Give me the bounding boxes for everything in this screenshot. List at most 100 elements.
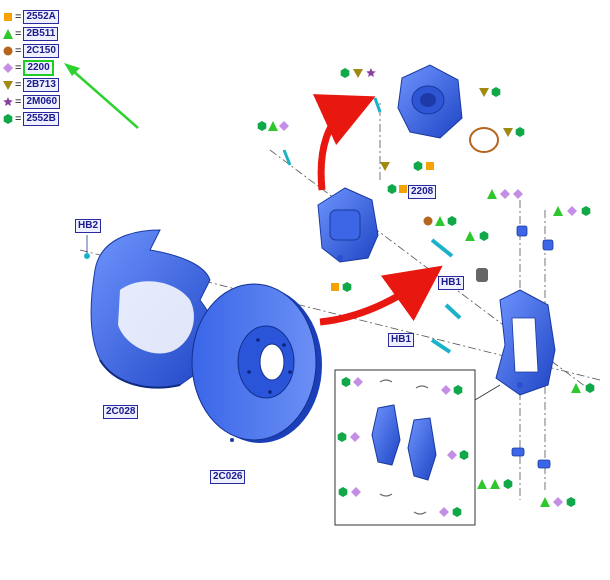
hexagon-marker-icon bbox=[566, 497, 576, 507]
triangle-down-marker-icon bbox=[503, 128, 513, 137]
square-marker-icon bbox=[399, 185, 407, 193]
legend-item-2b511[interactable]: =2B511 bbox=[3, 26, 59, 41]
guide-pin-part[interactable] bbox=[430, 238, 454, 258]
brake-pad-outer-part[interactable] bbox=[407, 417, 437, 481]
hexagon-marker-icon bbox=[479, 231, 489, 241]
legend-equals: = bbox=[15, 27, 22, 40]
diamond-marker-icon bbox=[567, 206, 577, 216]
legend-code[interactable]: 2B511 bbox=[23, 26, 59, 41]
triangle-marker-icon bbox=[540, 497, 550, 507]
legend-code[interactable]: 2B713 bbox=[23, 77, 59, 92]
diamond-marker-icon bbox=[553, 497, 563, 507]
legend-item-2552b[interactable]: =2552B bbox=[3, 111, 59, 126]
hexagon-marker-icon bbox=[503, 479, 513, 489]
diamond-marker-icon bbox=[351, 487, 361, 497]
seal-ring-part[interactable] bbox=[469, 127, 499, 153]
hexagon-marker-icon bbox=[337, 432, 347, 442]
caliper-body-part[interactable] bbox=[317, 187, 379, 263]
diamond-marker-icon bbox=[353, 377, 363, 387]
diamond-marker-icon bbox=[441, 385, 451, 395]
triangle-marker-icon bbox=[487, 189, 497, 199]
brake-pad-inner-part[interactable] bbox=[371, 404, 401, 466]
red-curved-arrow-icon bbox=[312, 94, 443, 326]
dust-cap-part[interactable] bbox=[476, 268, 488, 282]
legend-item-2200[interactable]: =2200 bbox=[3, 59, 54, 76]
brake-disc-part[interactable] bbox=[191, 283, 322, 443]
triangle-down-marker-icon bbox=[479, 88, 489, 97]
hexagon-marker-icon bbox=[341, 377, 351, 387]
callout-2208[interactable]: 2208 bbox=[408, 185, 437, 199]
part-reference-markers bbox=[257, 68, 595, 517]
circle-marker-icon bbox=[423, 216, 433, 226]
triangle-marker-icon bbox=[3, 28, 13, 39]
legend-item-2m060[interactable]: =2M060 bbox=[3, 94, 61, 109]
triangle-marker-icon bbox=[490, 479, 500, 489]
legend-item-2b713[interactable]: =2B713 bbox=[3, 77, 59, 92]
legend-code[interactable]: 2200 bbox=[23, 59, 54, 76]
legend-code[interactable]: 2552A bbox=[23, 9, 59, 24]
triangle-marker-icon bbox=[435, 216, 445, 226]
legend-code[interactable]: 2M060 bbox=[23, 94, 61, 109]
hexagon-marker-icon bbox=[491, 87, 501, 97]
legend-equals: = bbox=[15, 10, 22, 23]
diamond-marker-icon bbox=[500, 189, 510, 199]
square-marker-icon bbox=[426, 162, 434, 170]
hexagon-marker-icon bbox=[581, 206, 591, 216]
triangle-marker-icon bbox=[571, 383, 581, 393]
legend-equals: = bbox=[15, 78, 22, 91]
legend-equals: = bbox=[15, 61, 22, 74]
hexagon-marker-icon bbox=[3, 113, 13, 124]
hexagon-marker-icon bbox=[447, 216, 457, 226]
hexagon-marker-icon bbox=[413, 161, 423, 171]
legend-item-2552a[interactable]: =2552A bbox=[3, 9, 59, 24]
caliper-housing-part[interactable] bbox=[397, 64, 463, 139]
legend-equals: = bbox=[15, 44, 22, 57]
caliper-bolt-part[interactable] bbox=[282, 149, 292, 166]
hb1-bolt-bottom[interactable] bbox=[430, 338, 452, 354]
callout-2c026[interactable]: 2C026 bbox=[210, 470, 246, 484]
hexagon-marker-icon bbox=[342, 282, 352, 292]
diamond-marker-icon bbox=[3, 62, 13, 73]
hexagon-marker-icon bbox=[585, 383, 595, 393]
star-marker-icon bbox=[366, 68, 376, 78]
triangle-marker-icon bbox=[465, 231, 475, 241]
hexagon-marker-icon bbox=[387, 184, 397, 194]
callout-hb1-bottom[interactable]: HB1 bbox=[388, 333, 415, 347]
pad-shims-part[interactable] bbox=[379, 379, 429, 515]
diamond-marker-icon bbox=[439, 507, 449, 517]
square-marker-icon bbox=[4, 12, 12, 21]
caliper-bracket-part[interactable] bbox=[495, 289, 556, 396]
diamond-marker-icon bbox=[513, 189, 523, 199]
legend-item-2c150[interactable]: =2C150 bbox=[3, 43, 59, 58]
legend-equals: = bbox=[15, 95, 22, 108]
green-arrow-icon bbox=[64, 63, 139, 129]
hexagon-marker-icon bbox=[453, 385, 463, 395]
hexagon-marker-icon bbox=[452, 507, 462, 517]
hexagon-marker-icon bbox=[459, 450, 469, 460]
triangle-down-marker-icon bbox=[380, 162, 390, 171]
callout-hb2[interactable]: HB2 bbox=[75, 219, 102, 233]
hb1-bolt-top[interactable] bbox=[444, 303, 462, 320]
hb2-bolt[interactable] bbox=[84, 235, 90, 259]
triangle-marker-icon bbox=[553, 206, 563, 216]
callout-2c028[interactable]: 2C028 bbox=[103, 405, 139, 419]
callout-hb1-top[interactable]: HB1 bbox=[438, 276, 465, 290]
triangle-down-marker-icon bbox=[3, 80, 13, 90]
brake-pad-inset bbox=[334, 369, 501, 526]
legend-code[interactable]: 2552B bbox=[23, 111, 59, 126]
hexagon-marker-icon bbox=[515, 127, 525, 137]
hexagon-marker-icon bbox=[257, 121, 267, 131]
legend-code[interactable]: 2C150 bbox=[23, 43, 59, 58]
legend-equals: = bbox=[15, 112, 22, 125]
triangle-marker-icon bbox=[268, 121, 278, 131]
triangle-down-marker-icon bbox=[353, 69, 363, 78]
retaining-clips-part[interactable] bbox=[511, 225, 554, 469]
diamond-marker-icon bbox=[447, 450, 457, 460]
circle-marker-icon bbox=[3, 46, 13, 55]
hexagon-marker-icon bbox=[338, 487, 348, 497]
hexagon-marker-icon bbox=[340, 68, 350, 78]
bleeder-screw-part[interactable] bbox=[373, 97, 382, 113]
diamond-marker-icon bbox=[279, 121, 289, 131]
diamond-marker-icon bbox=[350, 432, 360, 442]
